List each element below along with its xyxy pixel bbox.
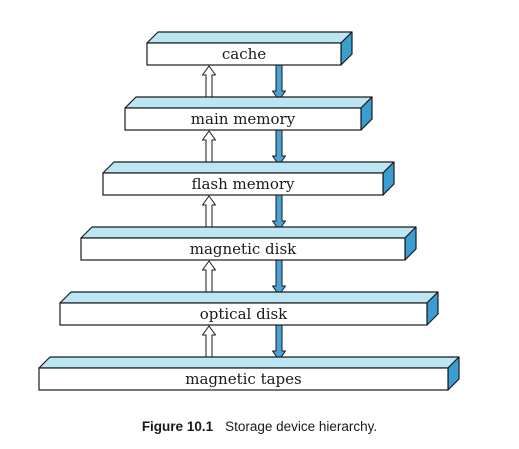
figure-number: Figure 10.1 bbox=[141, 419, 214, 434]
tier-box-front bbox=[124, 107, 362, 131]
up-arrow bbox=[202, 325, 216, 360]
tiers-layer: cache main memory flash memory magnetic dis… bbox=[38, 31, 460, 391]
tier-box-top bbox=[146, 31, 353, 44]
arrows-layer bbox=[202, 62, 286, 361]
down-arrow bbox=[272, 322, 286, 361]
tier-label: magnetic tapes bbox=[185, 370, 301, 388]
tier-label: optical disk bbox=[200, 305, 288, 323]
down-arrow bbox=[272, 192, 286, 231]
figure-caption-text: Storage device hierarchy. bbox=[225, 419, 378, 434]
tier-box: cache bbox=[146, 31, 353, 66]
tier-box-top bbox=[38, 356, 460, 369]
tier-box-front bbox=[102, 172, 384, 196]
tier-box: magnetic tapes bbox=[38, 356, 460, 391]
tier-box: magnetic disk bbox=[80, 226, 417, 261]
tier-label: magnetic disk bbox=[190, 240, 297, 258]
down-arrow bbox=[272, 257, 286, 296]
tier-label: cache bbox=[222, 45, 266, 63]
figure-caption: Figure 10.1 Storage device hierarchy. bbox=[0, 419, 519, 434]
up-arrow bbox=[202, 195, 216, 230]
down-arrow bbox=[272, 62, 286, 101]
tier-box-front bbox=[80, 237, 406, 261]
tier-box: main memory bbox=[124, 96, 373, 131]
up-arrow bbox=[202, 130, 216, 165]
tier-box: flash memory bbox=[102, 161, 395, 196]
tier-label: flash memory bbox=[191, 175, 295, 193]
tier-box-front bbox=[146, 42, 342, 66]
down-arrow bbox=[272, 127, 286, 166]
tier-box-front bbox=[38, 367, 449, 391]
tier-box-top bbox=[59, 291, 439, 304]
tier-label: main memory bbox=[191, 110, 296, 128]
tier-box-top bbox=[124, 96, 373, 109]
tier-box-top bbox=[102, 161, 395, 174]
up-arrow bbox=[202, 65, 216, 100]
tier-box-front bbox=[59, 302, 428, 326]
up-arrow bbox=[202, 260, 216, 295]
tier-box: optical disk bbox=[59, 291, 439, 326]
tier-box-top bbox=[80, 226, 417, 239]
